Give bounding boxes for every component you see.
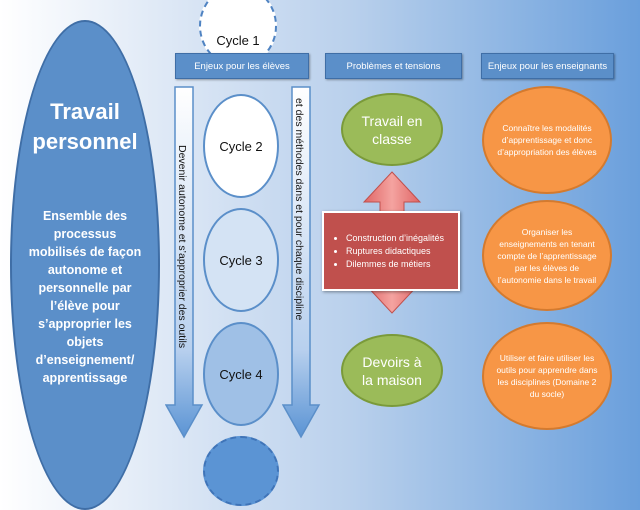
travail-personnel-ellipse: Travail personnel Ensemble des processus… — [10, 20, 160, 510]
cycle-1-label: Cycle 1 — [216, 32, 260, 48]
right-arrow-text: et des méthodes dans et pour chaque disc… — [293, 98, 305, 321]
devoirs-a-la-maison: Devoirs à la maison — [341, 334, 443, 407]
teacher-goal-1: Connaître les modalités d’apprentissage … — [482, 86, 612, 194]
cycle-3-label: Cycle 3 — [219, 252, 263, 268]
main-title-line1: Travail — [50, 99, 120, 124]
problem-item: Ruptures didactiques — [346, 245, 444, 258]
problems-list: Construction d’inégalités Ruptures didac… — [324, 232, 444, 271]
left-down-arrow — [165, 86, 204, 439]
cycle-next-placeholder — [203, 436, 279, 506]
teacher-goal-2: Organiser les enseignements en tenant co… — [482, 200, 612, 311]
main-title-line2: personnel — [32, 129, 138, 154]
header-problemes-tensions: Problèmes et tensions — [325, 53, 462, 79]
cycle-3: Cycle 3 — [203, 208, 279, 312]
cycle-2: Cycle 2 — [203, 94, 279, 198]
teacher-goal-1-text: Connaître les modalités d’apprentissage … — [497, 123, 597, 157]
travail-en-classe: Travail en classe — [341, 93, 443, 166]
problems-box: Construction d’inégalités Ruptures didac… — [322, 211, 460, 291]
teacher-goal-3: Utiliser et faire utiliser les outils po… — [482, 322, 612, 430]
header-enjeux-enseignants: Enjeux pour les enseignants — [481, 53, 614, 79]
travail-en-classe-label: Travail en classe — [361, 112, 423, 147]
devoirs-label: Devoirs à la maison — [362, 353, 422, 388]
problem-item: Dilemmes de métiers — [346, 258, 444, 271]
teacher-goal-3-text: Utiliser et faire utiliser les outils po… — [496, 353, 598, 399]
cycle-4-label: Cycle 4 — [219, 366, 263, 382]
right-down-arrow — [282, 86, 321, 439]
main-description: Ensemble des processus mobilisés de faço… — [28, 209, 142, 385]
cycle-4: Cycle 4 — [203, 322, 279, 426]
header-enjeux-eleves: Enjeux pour les élèves — [175, 53, 309, 79]
teacher-goal-2-text: Organiser les enseignements en tenant co… — [497, 226, 597, 285]
problem-item: Construction d’inégalités — [346, 232, 444, 245]
left-arrow-text: Devenir autonome et s’approprier des out… — [176, 145, 188, 349]
cycle-2-label: Cycle 2 — [219, 138, 263, 154]
